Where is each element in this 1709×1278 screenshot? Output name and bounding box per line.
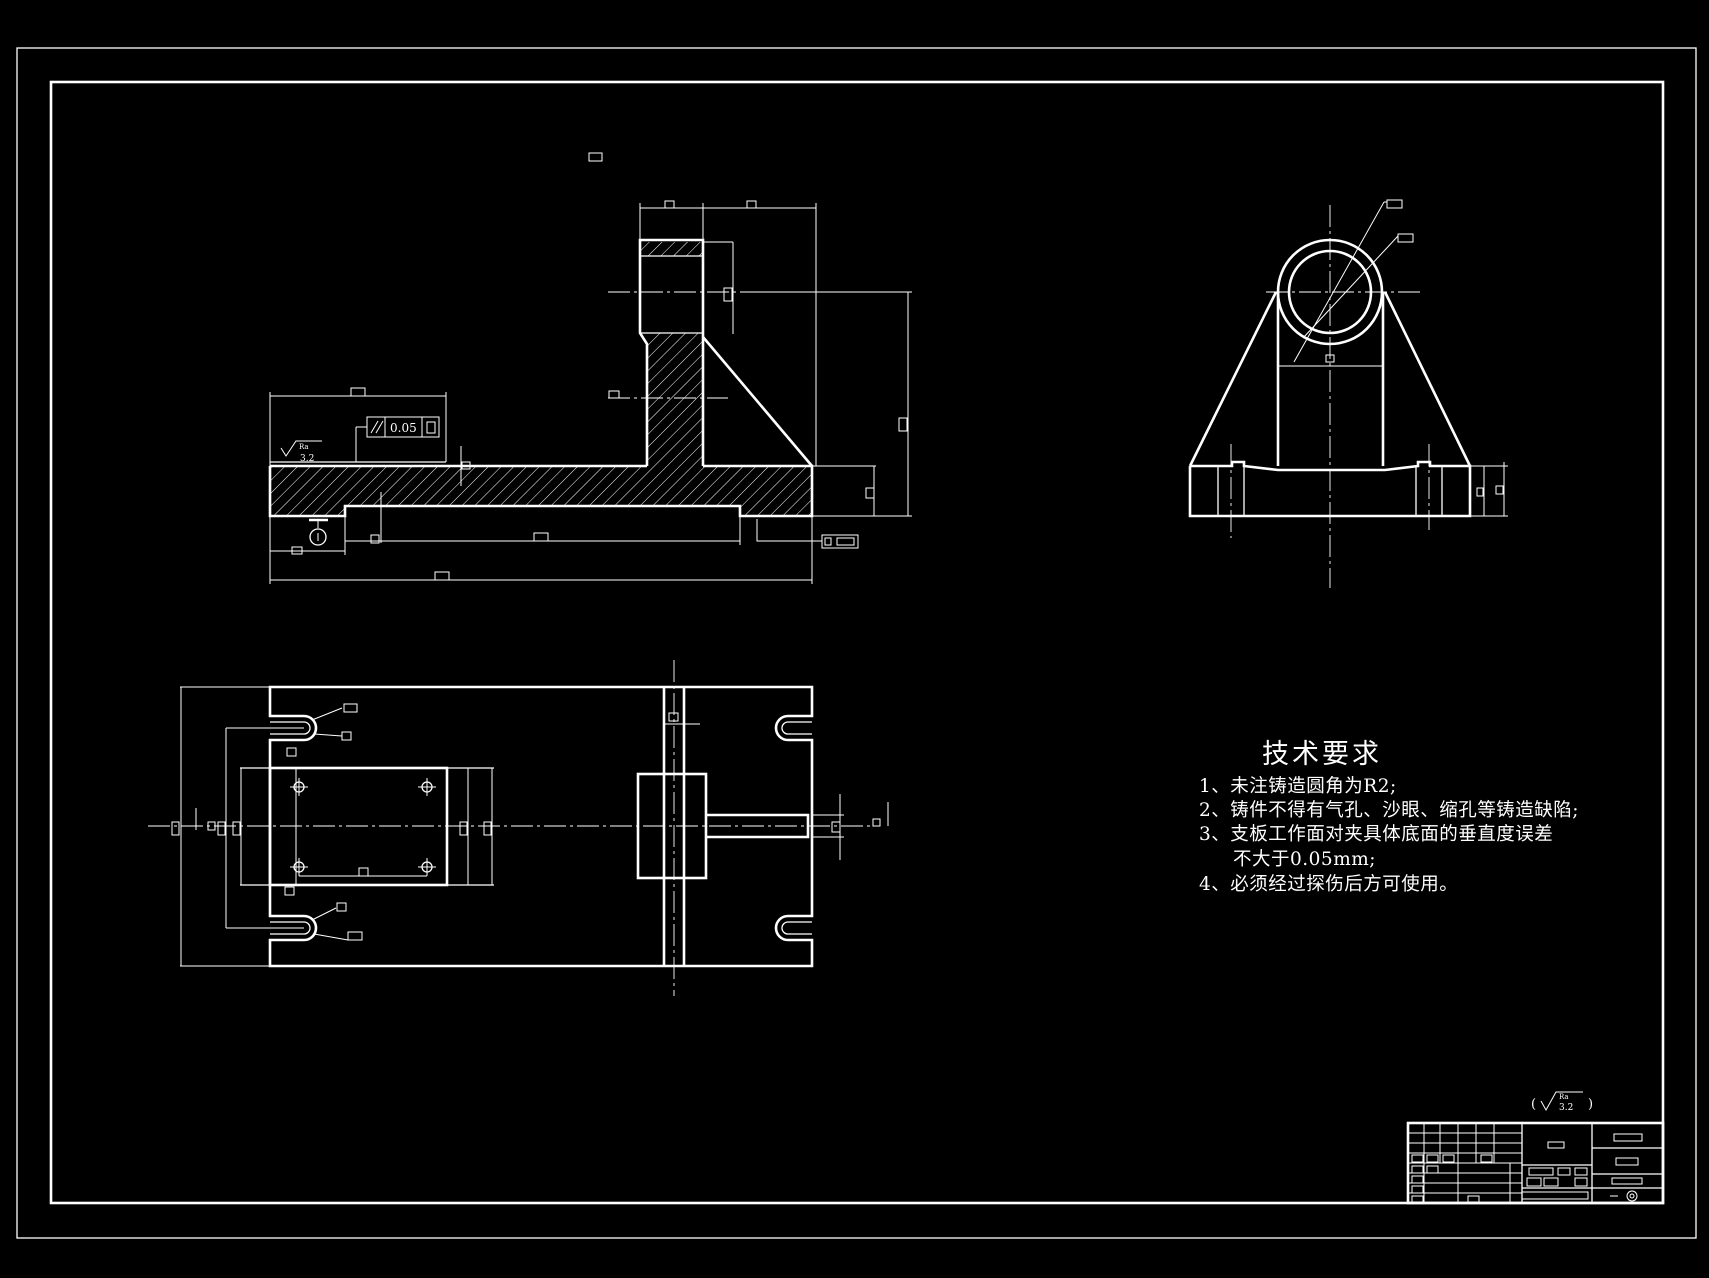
svg-text:): ) (1588, 1097, 1593, 1112)
column-outline (638, 238, 705, 466)
title-block (1406, 1121, 1665, 1205)
requirement-3: 3、支板工作面对夹具体底面的垂直度误差 (1199, 824, 1554, 845)
front-section-view: 0.05 Ra 3.2 (268, 200, 912, 584)
base-hatch (270, 466, 812, 516)
general-roughness: ( Ra 3.2 ) (1531, 1091, 1593, 1113)
top-view (148, 660, 889, 996)
bolt-holes (290, 778, 436, 876)
requirement-2: 2、铸件不得有气孔、沙眼、缩孔等铸造缺陷; (1199, 800, 1580, 821)
dimension-tag (588, 152, 603, 162)
outer-frame (16, 47, 1697, 1239)
svg-text:Ra: Ra (1559, 1093, 1569, 1101)
requirement-3-continued: 不大于0.05mm; (1233, 849, 1377, 870)
roughness-label: Ra (299, 443, 309, 451)
base-outline (268, 464, 814, 518)
roughness-value: 3.2 (300, 454, 314, 464)
svg-text:(: ( (1531, 1097, 1536, 1112)
column-hatch (647, 333, 703, 466)
inner-frame (49, 80, 1665, 1205)
svg-text:3.2: 3.2 (1559, 1103, 1573, 1113)
bore-hatch (640, 242, 703, 256)
flatness-value: 0.05 (390, 421, 417, 435)
requirement-4: 4、必须经过探伤后方可使用。 (1199, 874, 1459, 895)
side-view (1188, 199, 1508, 588)
requirement-1: 1、未注铸造圆角为R2; (1199, 776, 1397, 797)
technical-requirements-title: 技术要求 (1262, 739, 1382, 770)
